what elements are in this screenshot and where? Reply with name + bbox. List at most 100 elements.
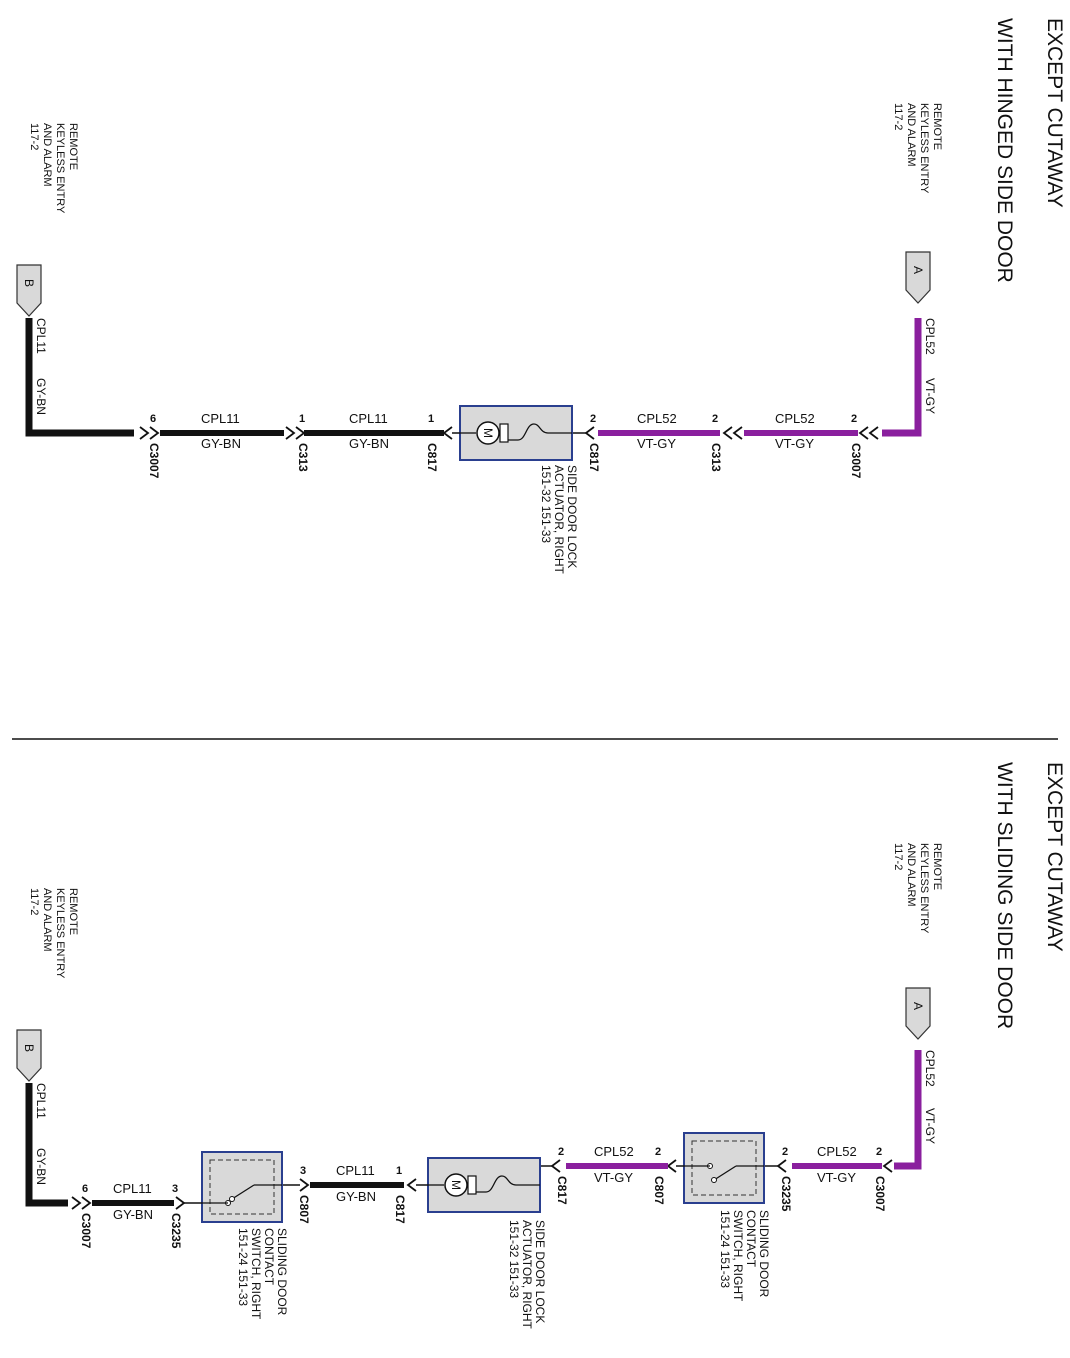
- svg-text:AND ALARM: AND ALARM: [41, 888, 53, 952]
- svg-text:AND ALARM: AND ALARM: [905, 103, 917, 167]
- svg-text:B: B: [22, 1044, 36, 1052]
- svg-text:ACTUATOR, RIGHT: ACTUATOR, RIGHT: [552, 465, 566, 575]
- diagram-title-line1: EXCEPT CUTAWAY: [1043, 762, 1066, 952]
- svg-text:VT-GY: VT-GY: [594, 1170, 633, 1185]
- svg-text:117-2: 117-2: [892, 843, 904, 870]
- page-ref-tag-b[interactable]: B: [16, 264, 42, 317]
- svg-text:SLIDING DOOR: SLIDING DOOR: [275, 1228, 289, 1316]
- svg-text:VT-GY: VT-GY: [775, 436, 814, 451]
- svg-text:2: 2: [851, 413, 857, 425]
- svg-text:ACTUATOR, RIGHT: ACTUATOR, RIGHT: [520, 1220, 534, 1330]
- svg-text:SWITCH, RIGHT: SWITCH, RIGHT: [249, 1228, 263, 1320]
- reference-remote-keyless-top: REMOTE KEYLESS ENTRY AND ALARM 117-2: [892, 103, 943, 194]
- switch-label: SLIDING DOOR CONTACT SWITCH, RIGHT 151-2…: [718, 1210, 771, 1302]
- svg-text:3: 3: [172, 1183, 178, 1195]
- svg-text:CONTACT: CONTACT: [744, 1210, 758, 1268]
- motor-symbol: M: [481, 428, 495, 438]
- actuator-label: SIDE DOOR LOCK ACTUATOR, RIGHT 151-32 15…: [507, 1220, 547, 1330]
- svg-text:AND ALARM: AND ALARM: [41, 123, 53, 187]
- svg-text:GY-BN: GY-BN: [349, 436, 389, 451]
- switch-label: SLIDING DOOR CONTACT SWITCH, RIGHT 151-2…: [236, 1228, 289, 1320]
- svg-text:CPL11: CPL11: [34, 318, 48, 354]
- svg-text:CPL52: CPL52: [594, 1144, 634, 1159]
- svg-text:CPL11: CPL11: [113, 1181, 152, 1196]
- svg-text:2: 2: [712, 413, 718, 425]
- svg-text:117-2: 117-2: [28, 888, 40, 915]
- connector-c3007: C3007: [849, 443, 863, 479]
- svg-text:6: 6: [82, 1183, 88, 1195]
- svg-text:VT-GY: VT-GY: [817, 1170, 856, 1185]
- reference-remote-keyless-top: REMOTE KEYLESS ENTRY AND ALARM 117-2: [892, 843, 943, 934]
- svg-text:KEYLESS ENTRY: KEYLESS ENTRY: [54, 123, 66, 214]
- side-door-lock-actuator: M: [459, 405, 573, 461]
- svg-text:2: 2: [655, 1146, 661, 1158]
- svg-text:CPL52: CPL52: [923, 318, 937, 355]
- connector-c313: C313: [709, 443, 723, 472]
- page-ref-tag-a[interactable]: A: [905, 251, 931, 304]
- page-ref-tag-b[interactable]: B: [16, 1029, 42, 1082]
- svg-text:C3007: C3007: [79, 1213, 93, 1249]
- wire-cpl11-vertical: [25, 1083, 68, 1207]
- svg-text:CPL11: CPL11: [201, 411, 240, 426]
- svg-text:151-24 151-33: 151-24 151-33: [236, 1228, 250, 1306]
- svg-text:151-32 151-33: 151-32 151-33: [507, 1220, 521, 1298]
- svg-text:151-24 151-33: 151-24 151-33: [718, 1210, 732, 1288]
- svg-text:A: A: [911, 1002, 925, 1010]
- svg-text:CPL52: CPL52: [775, 411, 815, 426]
- connector-c807: C807: [652, 1176, 666, 1205]
- svg-text:2: 2: [782, 1146, 788, 1158]
- sliding-door-contact-switch-bottom: [201, 1151, 283, 1223]
- svg-text:117-2: 117-2: [892, 103, 904, 130]
- connector-c3235: C3235: [779, 1176, 793, 1212]
- svg-text:AND ALARM: AND ALARM: [905, 843, 917, 907]
- svg-text:REMOTE: REMOTE: [67, 123, 79, 170]
- svg-text:GY-BN: GY-BN: [336, 1189, 376, 1204]
- svg-text:151-32 151-33: 151-32 151-33: [539, 465, 553, 543]
- svg-text:SLIDING DOOR: SLIDING DOOR: [757, 1210, 771, 1298]
- side-door-lock-actuator: M: [427, 1157, 541, 1213]
- svg-text:1: 1: [428, 413, 434, 425]
- diagram-title-line2: WITH SLIDING SIDE DOOR: [993, 762, 1016, 1029]
- connector-c3007: C3007: [873, 1176, 887, 1212]
- svg-text:C313: C313: [296, 443, 310, 472]
- svg-text:VT-GY: VT-GY: [637, 436, 676, 451]
- connector-c817: C817: [587, 443, 601, 472]
- svg-text:2: 2: [590, 413, 596, 425]
- svg-text:GY-BN: GY-BN: [34, 1148, 48, 1185]
- svg-text:REMOTE: REMOTE: [931, 843, 943, 890]
- diagram-hinged-side-door: EXCEPT CUTAWAY WITH HINGED SIDE DOOR REM…: [16, 18, 1066, 575]
- sliding-door-contact-switch-top: [683, 1132, 765, 1204]
- svg-text:CPL52: CPL52: [817, 1144, 857, 1159]
- svg-text:C3235: C3235: [169, 1213, 183, 1249]
- svg-text:CPL52: CPL52: [923, 1050, 937, 1087]
- svg-text:3: 3: [300, 1165, 306, 1177]
- svg-text:SWITCH, RIGHT: SWITCH, RIGHT: [731, 1210, 745, 1302]
- svg-text:C807: C807: [297, 1195, 311, 1224]
- diagram-sliding-side-door: EXCEPT CUTAWAY WITH SLIDING SIDE DOOR RE…: [16, 762, 1066, 1330]
- svg-text:GY-BN: GY-BN: [113, 1207, 153, 1222]
- reference-remote-keyless-bottom: REMOTE KEYLESS ENTRY AND ALARM 117-2: [28, 123, 79, 214]
- svg-text:GY-BN: GY-BN: [201, 436, 241, 451]
- diagram-title-line1: EXCEPT CUTAWAY: [1043, 18, 1066, 208]
- svg-text:CONTACT: CONTACT: [262, 1228, 276, 1286]
- svg-text:GY-BN: GY-BN: [34, 378, 48, 415]
- wire-cpl52-vertical: [894, 1050, 922, 1170]
- svg-text:C3007: C3007: [147, 443, 161, 479]
- svg-text:SIDE DOOR LOCK: SIDE DOOR LOCK: [533, 1220, 547, 1323]
- svg-text:CPL11: CPL11: [349, 411, 388, 426]
- wire-cpl52-vertical: [882, 318, 922, 437]
- svg-text:VT-GY: VT-GY: [923, 1108, 937, 1144]
- page-ref-tag-a[interactable]: A: [905, 987, 931, 1040]
- reference-remote-keyless-bottom: REMOTE KEYLESS ENTRY AND ALARM 117-2: [28, 888, 79, 979]
- svg-text:2: 2: [876, 1146, 882, 1158]
- svg-text:6: 6: [150, 413, 156, 425]
- svg-text:REMOTE: REMOTE: [67, 888, 79, 935]
- svg-text:VT-GY: VT-GY: [923, 378, 937, 414]
- svg-text:CPL11: CPL11: [34, 1083, 48, 1119]
- svg-text:2: 2: [558, 1146, 564, 1158]
- svg-text:CPL52: CPL52: [637, 411, 677, 426]
- motor-symbol: M: [449, 1180, 463, 1190]
- actuator-label: SIDE DOOR LOCK ACTUATOR, RIGHT 151-32 15…: [539, 465, 579, 575]
- svg-text:1: 1: [396, 1165, 402, 1177]
